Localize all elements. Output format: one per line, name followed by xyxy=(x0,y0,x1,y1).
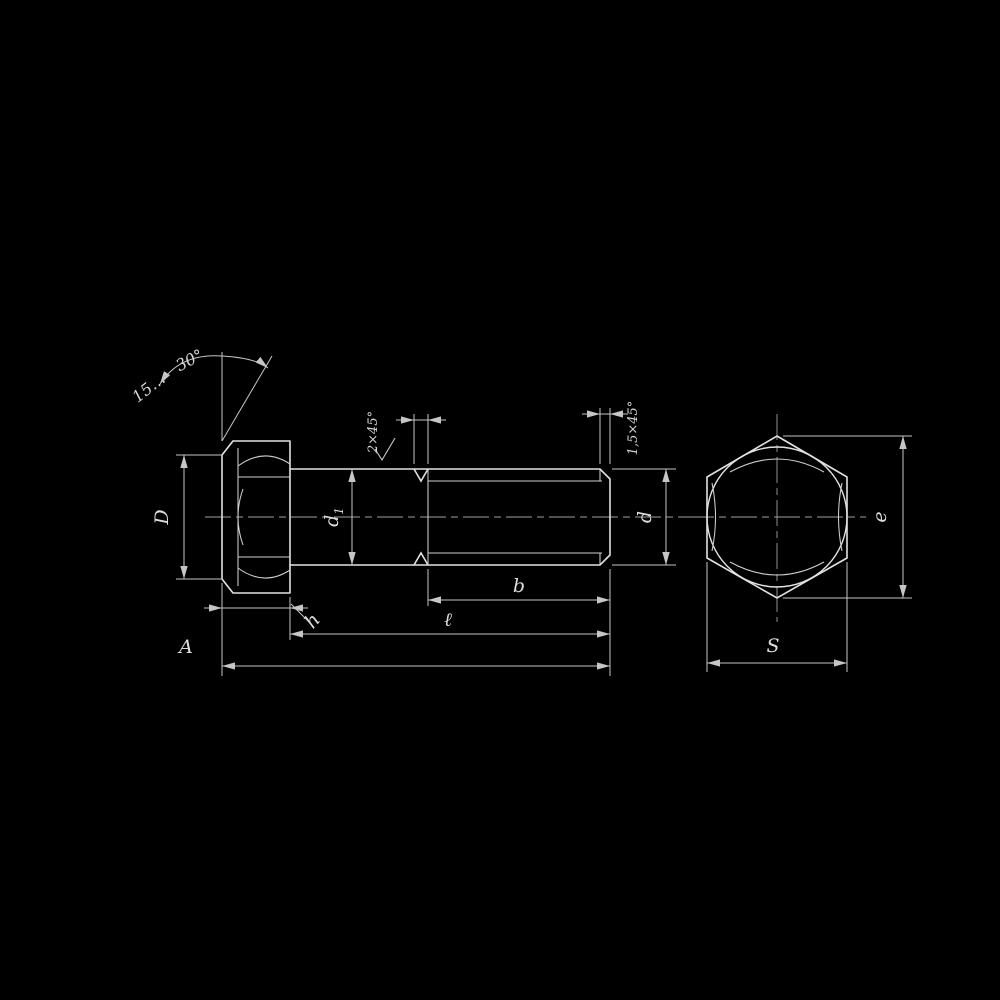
side-view: 15… 30° xyxy=(128,345,690,594)
end-view: S e xyxy=(688,414,912,672)
dim-label-A: A xyxy=(177,636,193,658)
dim-label-D: D xyxy=(151,509,173,525)
dim-label-end-chamfer: 1,5×45° xyxy=(626,401,641,456)
head-outline xyxy=(221,440,291,594)
dim-e-extensions xyxy=(783,435,912,599)
dim-label-d1-sub: 1 xyxy=(332,507,346,515)
dim-label-b: b xyxy=(513,575,525,597)
hex-chamfer-arcs xyxy=(711,458,843,576)
dim-label-e: e xyxy=(869,511,891,522)
dim-label-h: h xyxy=(300,609,325,633)
dim-end-chamfer-extensions xyxy=(599,408,611,464)
head-chamfer-details xyxy=(237,448,291,586)
roughness-mark xyxy=(374,437,396,462)
chamfer-circle xyxy=(706,446,848,588)
dim-S-extensions xyxy=(706,562,848,672)
dim-label-S: S xyxy=(766,635,779,657)
dim-h-leader xyxy=(290,603,313,626)
dim-label-l: ℓ xyxy=(444,609,452,631)
hexagon-outline xyxy=(706,435,848,599)
chamfer-angle-label-1: 15… xyxy=(128,369,168,406)
dim-label-undercut: 2×45° xyxy=(366,411,381,454)
dim-undercut-extensions xyxy=(413,414,429,464)
dim-label-d1-base: d xyxy=(321,515,343,527)
side-view-dimensions: D d1 2×45° 1,5×45° d h b ℓ xyxy=(151,401,676,676)
dim-A-extensions xyxy=(221,569,611,676)
thread-lines xyxy=(427,469,602,565)
dim-label-d1: d1 xyxy=(321,507,346,527)
dim-label-d: d xyxy=(634,511,656,523)
chamfer-angle-label-2: 30° xyxy=(172,345,206,375)
shank-outline xyxy=(289,468,611,566)
chamfer-angle-arc xyxy=(159,355,269,385)
